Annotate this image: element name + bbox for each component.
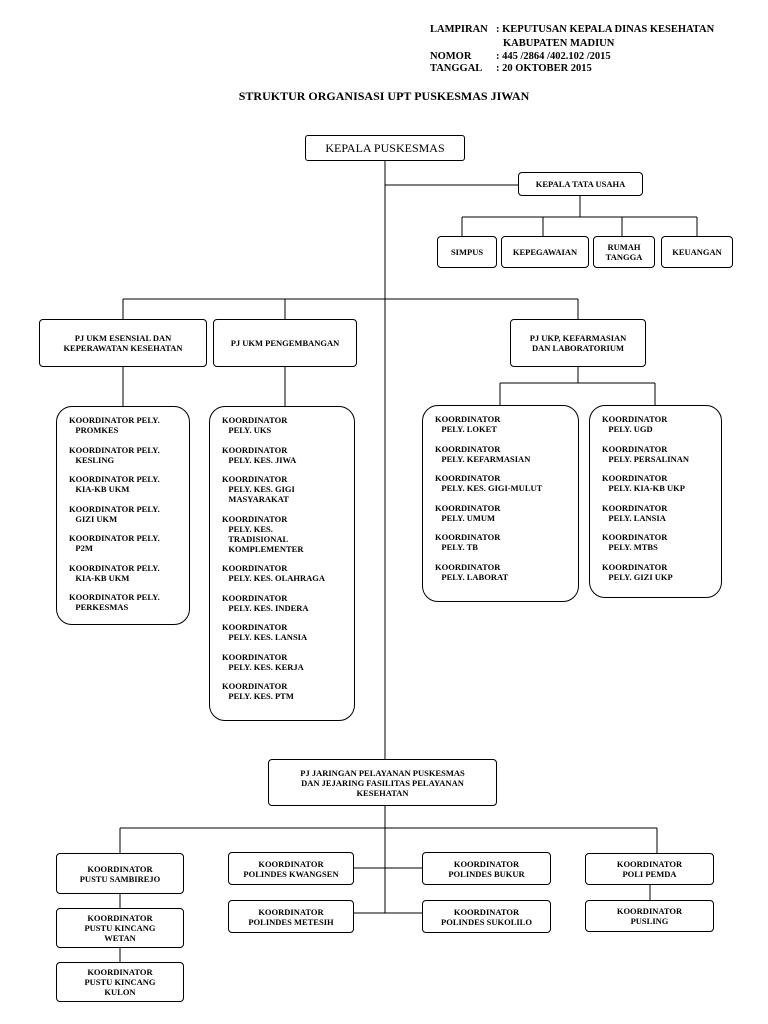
koordinator-ukp-left-list: KOORDINATOR PELY. LOKET KOORDINATOR PELY.… xyxy=(422,405,579,602)
koordinator-item: KOORDINATOR PELY. KES. GIGI MASYARAKAT xyxy=(222,474,295,504)
koordinator-item: KOORDINATOR PELY. KES. TRADISIONAL KOMPL… xyxy=(222,513,304,554)
koordinator-item: KOORDINATOR PELY. P2M xyxy=(69,533,160,553)
simpus-box: SIMPUS xyxy=(437,236,497,268)
pj-ukm-pengembangan-box: PJ UKM PENGEMBANGAN xyxy=(213,319,357,367)
pustu-kincang-kulon-box: KOORDINATOR PUSTU KINCANG KULON xyxy=(56,962,184,1002)
pj-ukm-esensial-box: PJ UKM ESENSIAL DAN KEPERAWATAN KESEHATA… xyxy=(39,319,207,367)
koordinator-item: KOORDINATOR PELY. KEFARMASIAN xyxy=(435,443,531,464)
keuangan-box: KEUANGAN xyxy=(661,236,733,268)
pj-ukp-box: PJ UKP, KEFARMASIAN DAN LABORATORIUM xyxy=(510,319,646,367)
kepala-puskesmas-box: KEPALA PUSKESMAS xyxy=(305,135,465,161)
lampiran-value: : KEPUTUSAN KEPALA DINAS KESEHATAN xyxy=(496,24,715,35)
pj-jaringan-box: PJ JARINGAN PELAYANAN PUSKESMAS DAN JEJA… xyxy=(268,759,497,806)
koordinator-item: KOORDINATOR PELY. UMUM xyxy=(435,502,501,523)
koordinator-item: KOORDINATOR PELY. PERKESMAS xyxy=(69,592,160,612)
koordinator-item: KOORDINATOR PELY. KES. GIGI-MULUT xyxy=(435,473,543,493)
kepegawaian-box: KEPEGAWAIAN xyxy=(501,236,589,268)
rumah-tangga-box: RUMAH TANGGA xyxy=(593,236,655,268)
koordinator-item: KOORDINATOR PELY. LANSIA xyxy=(602,502,668,523)
koordinator-item: KOORDINATOR PELY. KESLING xyxy=(69,444,160,465)
koordinator-item: KOORDINATOR PELY. LOKET xyxy=(435,414,501,434)
koordinator-item: KOORDINATOR PELY. KES. PTM xyxy=(222,681,294,701)
nomor-value: : 445 /2864 /402.102 /2015 xyxy=(496,51,611,62)
koordinator-pengembangan-list: KOORDINATOR PELY. UKS KOORDINATOR PELY. K… xyxy=(209,406,355,721)
koordinator-item: KOORDINATOR PELY. GIZI UKP xyxy=(602,561,673,582)
lampiran-label: LAMPIRAN xyxy=(430,24,488,35)
koordinator-item: KOORDINATOR PELY. KES. JIWA xyxy=(222,444,297,465)
koordinator-item: KOORDINATOR PELY. KIA-KB UKM xyxy=(69,562,160,583)
polindes-bukur-box: KOORDINATOR POLINDES BUKUR xyxy=(422,852,551,885)
pustu-kincang-wetan-box: KOORDINATOR PUSTU KINCANG WETAN xyxy=(56,908,184,948)
koordinator-item: KOORDINATOR PELY. MTBS xyxy=(602,532,668,552)
pustu-sambirejo-box: KOORDINATOR PUSTU SAMBIREJO xyxy=(56,853,184,894)
lampiran-value-2: KABUPATEN MADIUN xyxy=(503,38,615,49)
pusling-box: KOORDINATOR PUSLING xyxy=(585,900,714,932)
tanggal-label: TANGGAL xyxy=(430,63,483,74)
koordinator-ukp-right-list: KOORDINATOR PELY. UGD KOORDINATOR PELY. P… xyxy=(589,405,722,598)
polindes-sukolilo-box: KOORDINATOR POLINDES SUKOLILO xyxy=(422,900,551,933)
koordinator-item: KOORDINATOR PELY. GIZI UKM xyxy=(69,503,160,524)
koordinator-item: KOORDINATOR PELY. KES. KERJA xyxy=(222,651,304,672)
koordinator-item: KOORDINATOR PELY. UKS xyxy=(222,415,288,435)
koordinator-item: KOORDINATOR PELY. KES. LANSIA xyxy=(222,622,308,642)
page-title: STRUKTUR ORGANISASI UPT PUSKESMAS JIWAN xyxy=(238,89,530,103)
polindes-kwangsen-box: KOORDINATOR POLINDES KWANGSEN xyxy=(228,852,354,885)
koordinator-esensial-list: KOORDINATOR PELY. PROMKES KOORDINATOR PEL… xyxy=(56,406,190,625)
kepala-tata-usaha-box: KEPALA TATA USAHA xyxy=(518,172,643,196)
nomor-label: NOMOR xyxy=(430,51,472,62)
koordinator-item: KOORDINATOR PELY. LABORAT xyxy=(435,561,509,582)
koordinator-item: KOORDINATOR PELY. PROMKES xyxy=(69,415,160,435)
koordinator-item: KOORDINATOR PELY. KIA-KB UKM xyxy=(69,474,160,494)
koordinator-item: KOORDINATOR PELY. PERSALINAN xyxy=(602,443,689,464)
poli-pemda-box: KOORDINATOR POLI PEMDA xyxy=(585,853,714,885)
koordinator-item: KOORDINATOR PELY. KIA-KB UKP xyxy=(602,473,685,493)
koordinator-item: KOORDINATOR PELY. TB xyxy=(435,532,501,552)
polindes-metesih-box: KOORDINATOR POLINDES METESIH xyxy=(228,900,354,933)
tanggal-value: : 20 OKTOBER 2015 xyxy=(496,63,592,74)
koordinator-item: KOORDINATOR PELY. KES. OLAHRAGA xyxy=(222,563,326,583)
koordinator-item: KOORDINATOR PELY. KES. INDERA xyxy=(222,592,309,613)
koordinator-item: KOORDINATOR PELY. UGD xyxy=(602,414,668,434)
